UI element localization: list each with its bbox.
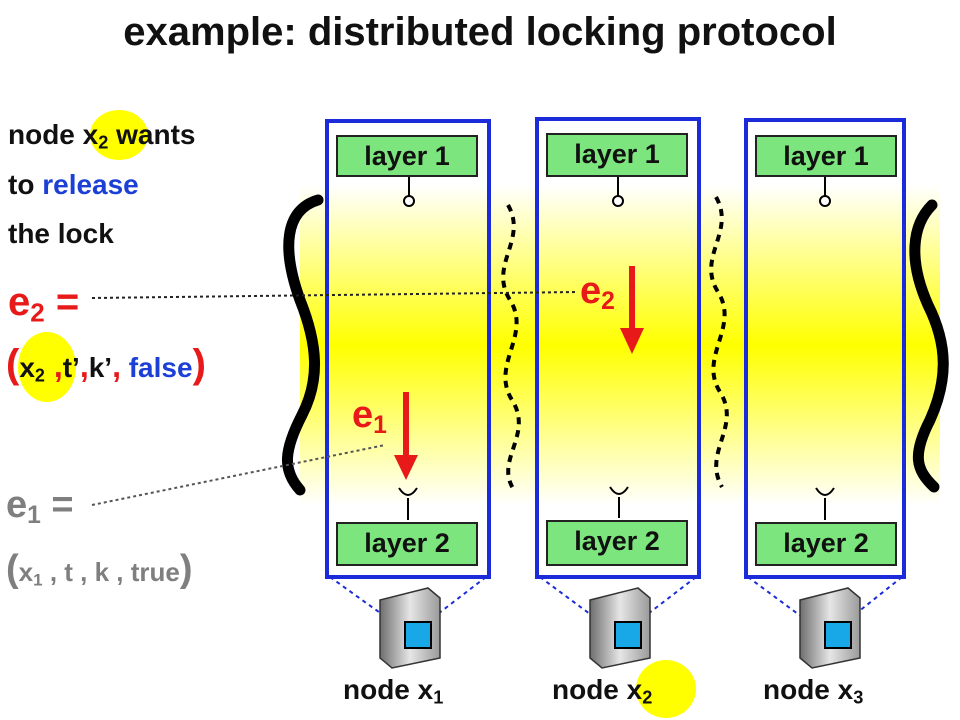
e2-event-label: e2 [580,270,615,316]
node1-layer1: layer 1 [336,135,478,177]
separator-right [709,196,729,488]
intro-line-1: node x2 wants [8,119,196,153]
port-circle-2 [612,195,624,207]
node-label-2: node x2 [552,674,653,708]
node-frame-3 [744,118,906,579]
node-frame-2 [535,117,701,579]
page-title: example: distributed locking protocol [123,10,837,54]
intro-line-3: the lock [8,218,114,249]
e2-tuple: (x2 ,t’,k’, false) [6,342,206,386]
right-brace [909,199,949,493]
node-label-1: node x1 [343,674,444,708]
e2-arrow-head [620,328,644,354]
port-circle-1 [403,195,415,207]
e1-event-label: e1 [352,394,387,440]
e2-label: e2 = [8,280,80,328]
node3-layer1: layer 1 [755,135,897,177]
node1-layer2: layer 2 [336,522,478,566]
left-brace [282,194,324,496]
intro-line-2: to release [8,169,139,200]
e1-leader [91,444,386,506]
node-label-3: node x3 [763,674,864,708]
release-word: release [42,169,139,200]
e1-label: e1 = [6,484,74,530]
port-circle-3 [819,195,831,207]
e1-tuple: (x1 , t , k , true) [6,548,193,590]
socket-2 [609,486,629,495]
highlight-x2-node [636,660,696,718]
server-icon-3 [799,587,861,669]
node2-layer1: layer 1 [546,133,688,177]
node-frame-1 [325,119,491,579]
separator-left [501,204,521,492]
highlight-x2-tuple [18,332,76,402]
socket-1 [398,487,418,496]
node3-layer2: layer 2 [755,522,897,566]
server-icon-1 [379,587,441,669]
e1-arrow-head [394,455,418,480]
node2-layer2: layer 2 [546,520,688,566]
socket-3 [815,487,835,496]
highlight-x2-intro [90,110,148,160]
server-icon-2 [589,587,651,669]
